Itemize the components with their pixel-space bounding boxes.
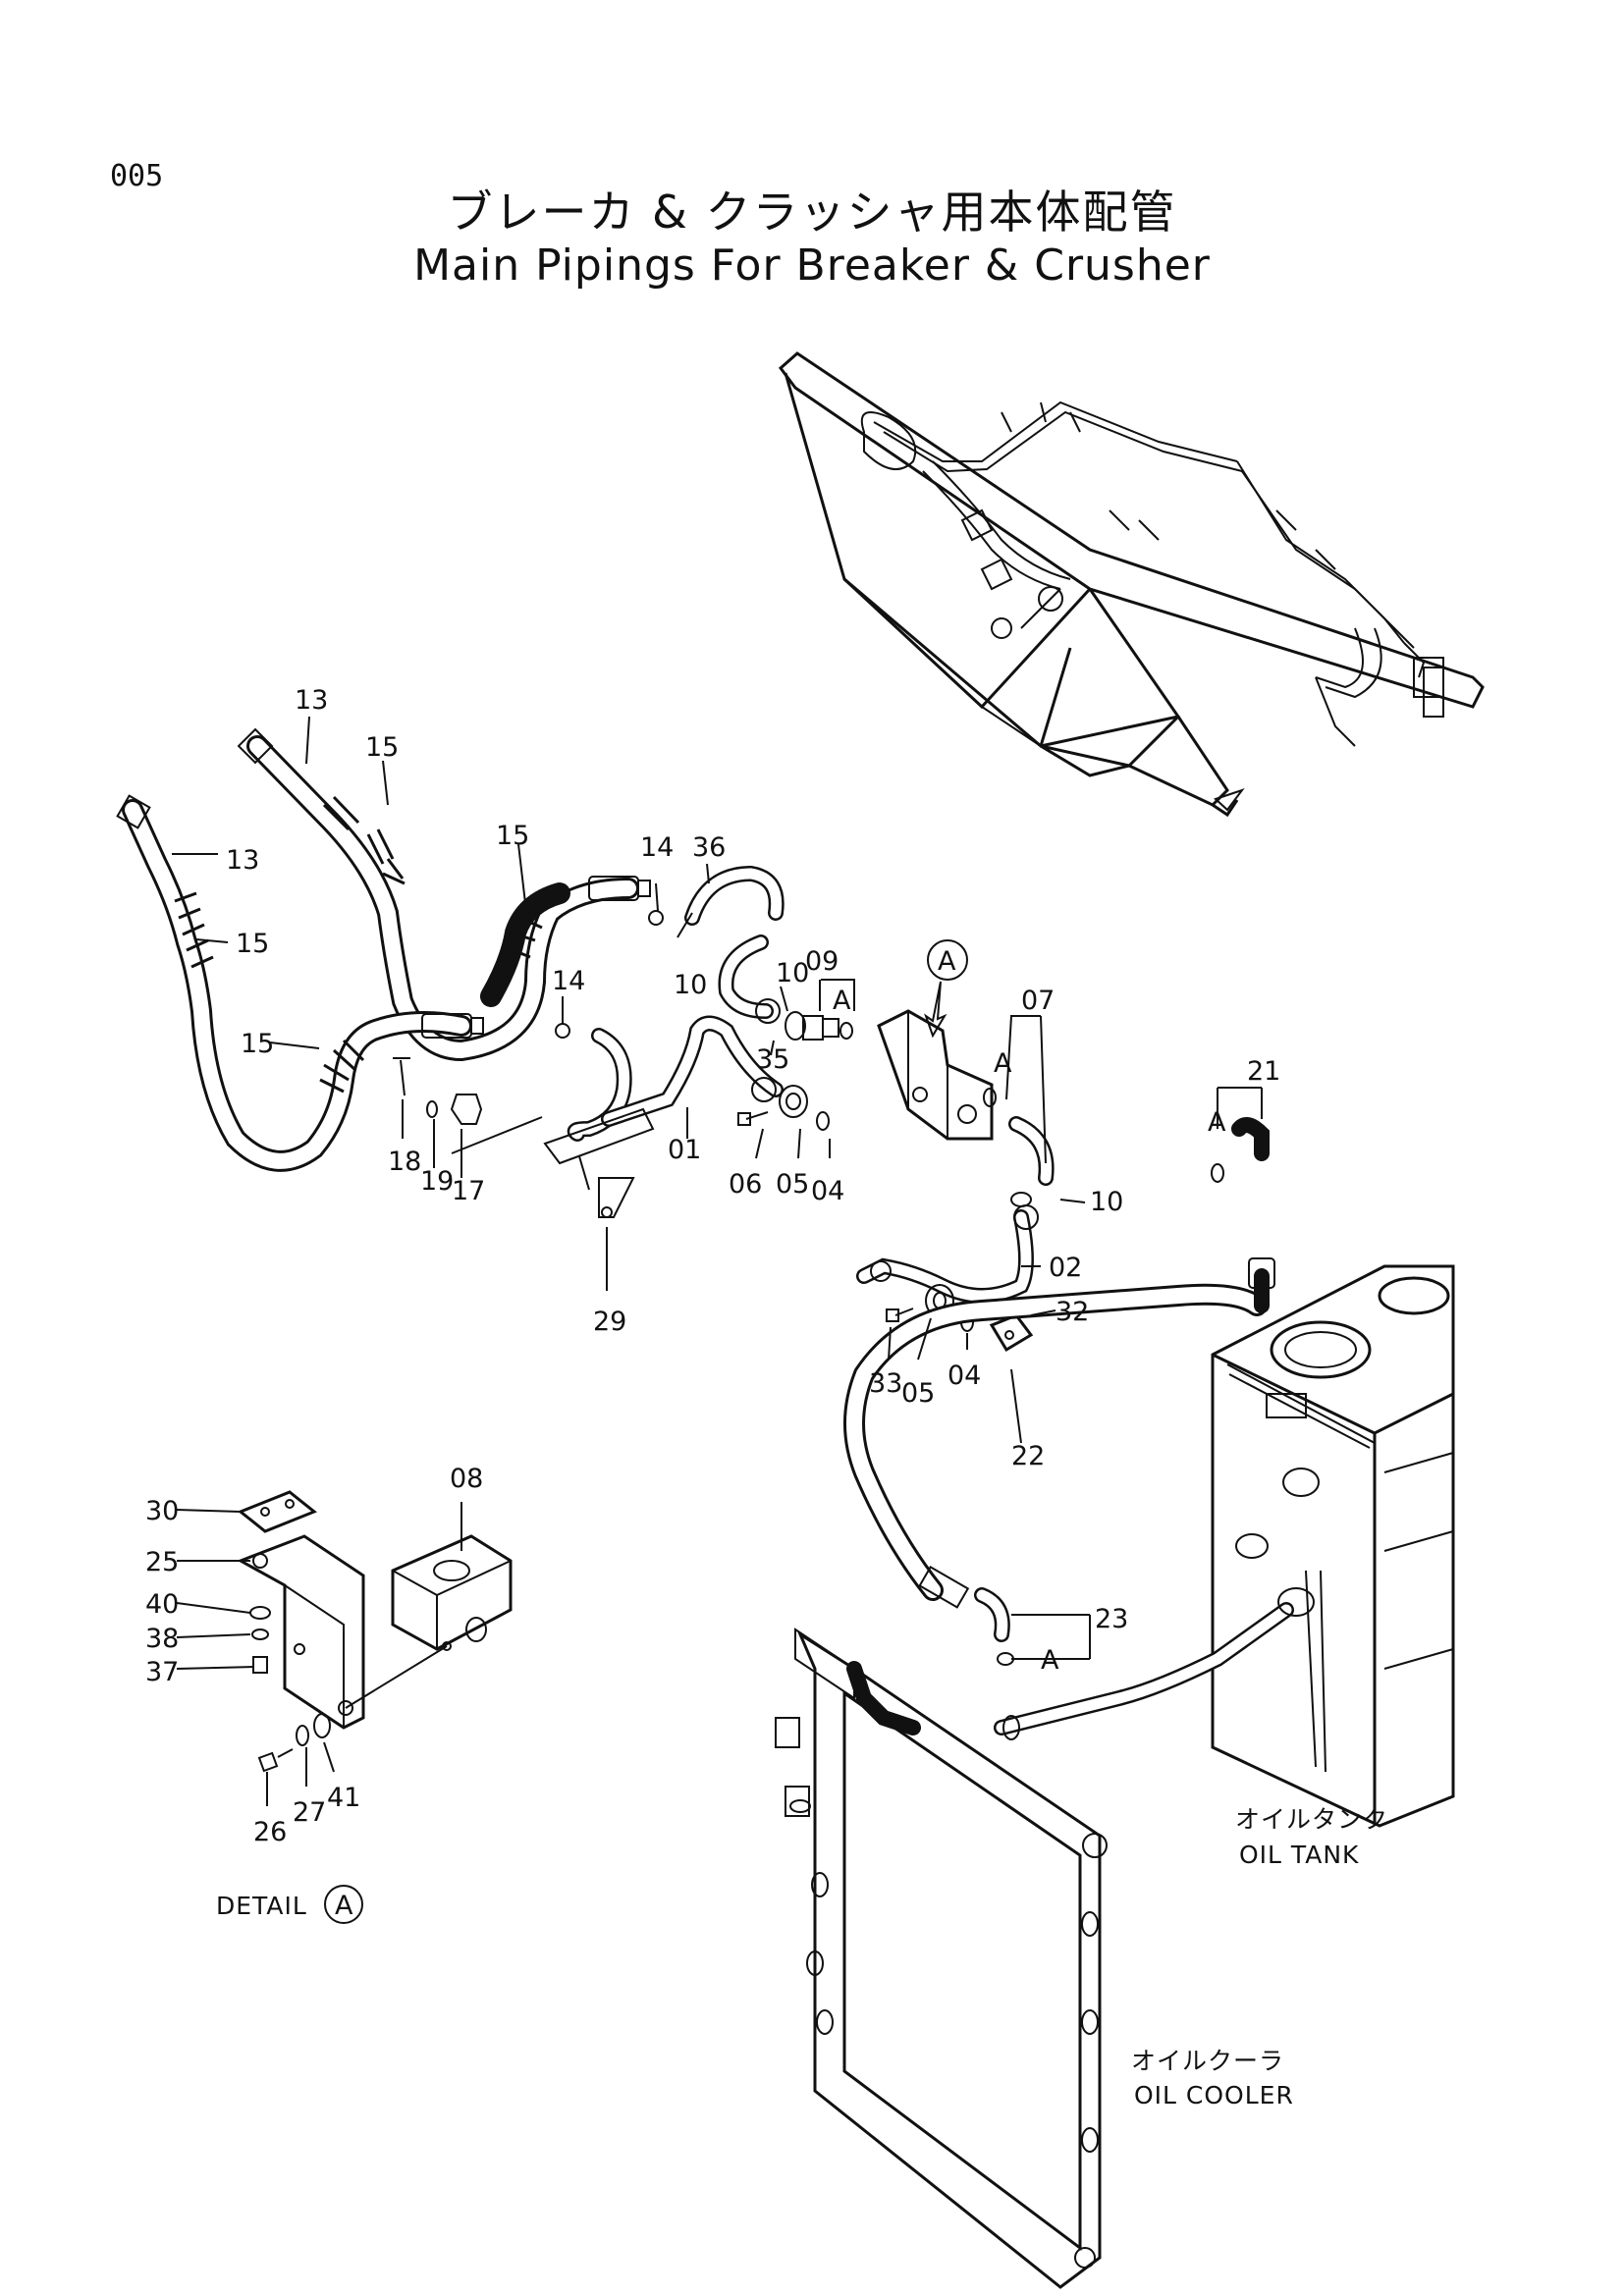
part-number: 40 — [145, 1589, 179, 1620]
part-number: 15 — [236, 929, 269, 959]
part-number: 38 — [145, 1624, 179, 1654]
part-number: 08 — [450, 1464, 483, 1494]
part-number: 41 — [327, 1783, 360, 1813]
oil-cooler-label-jp: オイルクーラ — [1131, 2047, 1284, 2075]
part-number: 15 — [496, 821, 529, 851]
part-number: 10 — [1090, 1187, 1123, 1217]
part-number: 32 — [1056, 1297, 1089, 1327]
title-english: Main Pipings For Breaker & Crusher — [413, 240, 1211, 291]
part-number: 10 — [674, 970, 707, 1000]
part-number: 07 — [1021, 986, 1055, 1016]
part-number: 21 — [1247, 1056, 1280, 1087]
part-number: 15 — [365, 732, 399, 763]
title-japanese: ブレーカ & クラッシャ用本体配管 — [447, 186, 1177, 239]
part-number: 22 — [1011, 1441, 1045, 1471]
pipes-center — [393, 865, 1055, 1353]
part-number: 10 — [776, 958, 809, 988]
part-number: 33 — [869, 1368, 902, 1399]
part-number: 05 — [776, 1169, 809, 1200]
part-number: 05 — [901, 1378, 935, 1409]
part-number: 30 — [145, 1496, 179, 1526]
detail-a-marker: A — [335, 1891, 353, 1921]
oil-tank-label-jp: オイルタンク — [1235, 1805, 1388, 1834]
detail-a-marker: A — [938, 946, 956, 977]
part-number: 36 — [692, 832, 726, 863]
part-number: 18 — [388, 1147, 421, 1177]
part-number: 29 — [593, 1307, 626, 1337]
marker-a: A — [1041, 1645, 1059, 1676]
part-number: 37 — [145, 1657, 179, 1687]
part-number: 27 — [293, 1797, 326, 1828]
part-number: 14 — [552, 966, 585, 996]
part-number: 09 — [805, 946, 839, 977]
part-number: 13 — [295, 685, 328, 716]
part-number: 01 — [668, 1135, 701, 1165]
oil-tank-label-en: OIL TANK — [1239, 1841, 1359, 1869]
leader-lines — [172, 716, 1263, 1806]
oil-cooler-label-en: OIL COOLER — [1134, 2081, 1294, 2109]
part-number: 14 — [640, 832, 674, 863]
detail-a-bracket — [237, 1490, 513, 1924]
part-number: 25 — [145, 1547, 179, 1577]
part-number: 13 — [226, 845, 259, 876]
part-number: 04 — [947, 1361, 981, 1391]
marker-a: A — [994, 1048, 1012, 1079]
marker-a: A — [833, 986, 851, 1016]
part-number: 26 — [253, 1817, 287, 1847]
part-number: 23 — [1095, 1604, 1128, 1634]
marker-a: A — [1208, 1107, 1226, 1138]
part-number: 06 — [729, 1169, 762, 1200]
boom-hoses — [116, 727, 664, 1172]
part-number: 17 — [452, 1176, 485, 1206]
return-hose-oil-tank — [843, 1117, 1455, 1828]
part-number: 15 — [241, 1029, 274, 1059]
boom-arm-breaker-illustration — [778, 351, 1485, 818]
marker-a-labels: A A A A A A DETAIL — [216, 939, 1226, 1921]
part-number: 35 — [756, 1044, 789, 1075]
oil-cooler — [775, 1628, 1108, 2289]
part-number: 02 — [1049, 1253, 1082, 1283]
component-labels: オイルタンク OIL TANK オイルクーラ OIL COOLER — [1131, 1805, 1388, 2109]
part-number: 04 — [811, 1176, 844, 1206]
part-number: 19 — [420, 1166, 454, 1197]
detail-label: DETAIL — [216, 1892, 307, 1920]
page-number: 005 — [110, 159, 164, 193]
part-number-labels: 13 15 13 15 15 15 14 36 14 10 10 09 35 0… — [145, 685, 1280, 1847]
